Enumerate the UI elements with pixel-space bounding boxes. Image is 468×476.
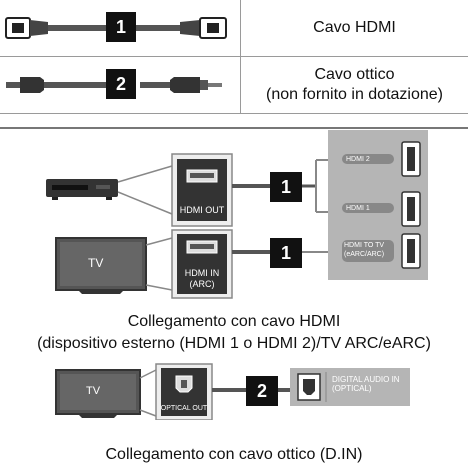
optical-caption: Collegamento con cavo ottico (D.IN) — [105, 446, 363, 463]
optical-out-label: OPTICAL OUT — [160, 405, 208, 412]
hdmi-out-label: HDMI OUT — [179, 205, 225, 215]
tv-label-hdmi: TV — [88, 256, 104, 270]
legend-divider — [240, 0, 241, 113]
badge-hdmi-device: 1 — [270, 172, 302, 202]
legend-label-optical-2: (non fornito in dotazione) — [266, 86, 443, 103]
hdmi-caption-2: (dispositivo esterno (HDMI 1 o HDMI 2)/T… — [37, 335, 431, 352]
section-separator — [0, 127, 468, 129]
optical-cable-icon — [6, 77, 222, 93]
panel-port-hdmi2: HDMI 2 — [346, 156, 370, 163]
legend-row-hdmi: 1 Cavo HDMI — [0, 0, 468, 57]
badge-1: 1 — [106, 12, 136, 42]
badge-2: 2 — [106, 69, 136, 99]
optical-connection-diagram — [55, 363, 410, 420]
cable-legend: 1 Cavo HDMI 2 Cavo ottico (non fornito i… — [0, 0, 468, 114]
legend-label-hdmi: Cavo HDMI — [313, 19, 396, 36]
panel-port-hdmi1: HDMI 1 — [346, 205, 370, 212]
badge-hdmi-tv: 1 — [270, 238, 302, 268]
hdmi-caption-1: Collegamento con cavo HDMI — [127, 313, 341, 330]
tv-icon-hdmi — [55, 237, 147, 294]
tv-label-optical: TV — [86, 385, 101, 397]
panel-port-hdmi-to-tv: HDMI TO TV — [344, 242, 385, 249]
digital-audio-in-label: DIGITAL AUDIO IN — [332, 375, 400, 384]
panel-port-earc: (eARC/ARC) — [344, 251, 385, 258]
hdmi-in-label: HDMI IN — [184, 268, 220, 278]
hdmi-cable-icon — [5, 17, 227, 39]
badge-optical: 2 — [246, 376, 278, 406]
external-device-icon — [46, 179, 118, 200]
hdmi-connection-diagram — [46, 130, 428, 299]
tv-icon-optical — [55, 369, 141, 418]
optical-label: (OPTICAL) — [332, 384, 372, 393]
legend-label-optical-1: Cavo ottico — [314, 66, 395, 83]
hdmi-in-arc-label: (ARC) — [189, 279, 215, 289]
legend-row-optical: 2 Cavo ottico (non fornito in dotazione) — [0, 57, 468, 114]
